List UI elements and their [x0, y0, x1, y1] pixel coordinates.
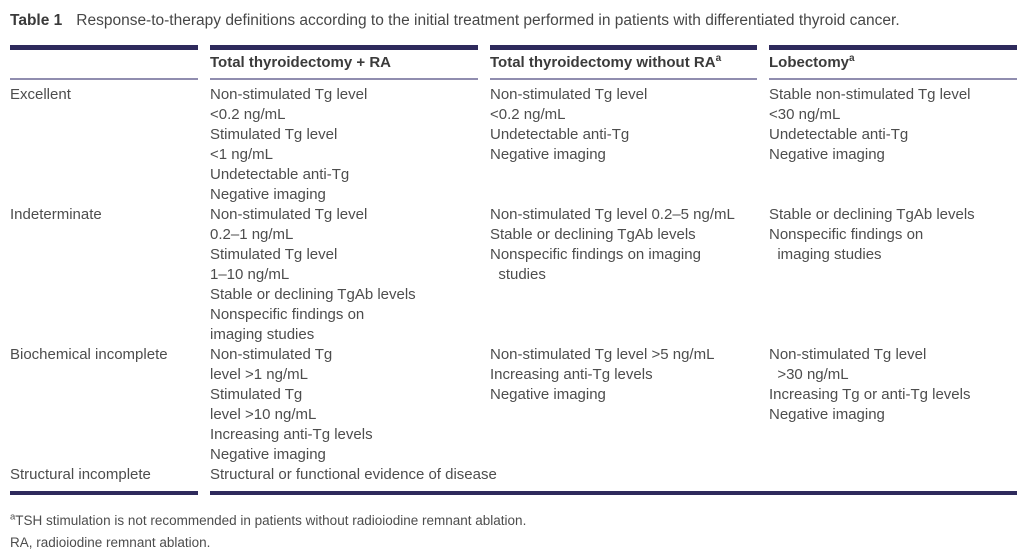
- definition-line: Negative imaging: [210, 446, 326, 463]
- definition-line: Non-stimulated Tg level: [490, 86, 648, 103]
- definition-line: <30 ng/mL: [769, 106, 841, 123]
- definition-line: Nonspecific findings on imaging: [490, 246, 701, 263]
- definition-line: Increasing anti-Tg levels: [210, 426, 373, 443]
- definition-line: Negative imaging: [769, 146, 885, 163]
- definition-line: 1–10 ng/mL: [210, 266, 290, 283]
- definition-line: Undetectable anti-Tg: [210, 166, 350, 183]
- definition-line: Stable non-stimulated Tg level: [769, 86, 971, 103]
- definition-line: <0.2 ng/mL: [210, 106, 286, 123]
- definition-line: Non-stimulated Tg level: [210, 206, 368, 223]
- definition-line: Non-stimulated Tg level 0.2–5 ng/mL: [490, 206, 735, 223]
- definition-cell: Non-stimulated Tg level 0.2–5 ng/mL Stabl…: [490, 205, 757, 345]
- table-caption-text: Response-to-therapy definitions accordin…: [76, 12, 900, 29]
- column-header-label: Total thyroidectomy without RA: [490, 54, 716, 71]
- table-caption: Table 1 Response-to-therapy definitions a…: [10, 7, 1018, 35]
- response-definitions-table: Total thyroidectomy + RA Total thyroidect…: [10, 45, 1017, 495]
- definition-line: <1 ng/mL: [210, 146, 273, 163]
- definition-cell: Non-stimulated Tg level >1 ng/mL Stimulate…: [210, 345, 478, 465]
- row-label-text: Structural incomplete: [10, 466, 151, 483]
- definition-line: level >1 ng/mL: [210, 366, 308, 383]
- footnotes: aTSH stimulation is not recommended in p…: [10, 510, 1016, 554]
- definition-line: Stimulated Tg level: [210, 126, 338, 143]
- definition-line: Negative imaging: [769, 406, 885, 423]
- table-caption-label: Table 1: [10, 12, 63, 29]
- definition-line: Stable or declining TgAb levels: [210, 286, 416, 303]
- definition-cell: Non-stimulated Tg level <0.2 ng/mL Stimula…: [210, 80, 478, 205]
- row-label-text: Biochemical incomplete: [10, 346, 168, 363]
- column-header: Lobectomya: [769, 45, 1017, 80]
- row-label-column-header: [10, 45, 198, 80]
- definition-line: 0.2–1 ng/mL: [210, 226, 294, 243]
- definition-line: Undetectable anti-Tg: [490, 126, 630, 143]
- definition-line: imaging studies: [210, 326, 315, 343]
- row-label: Excellent: [10, 80, 198, 205]
- definition-line: Undetectable anti-Tg: [769, 126, 909, 143]
- definition-cell: Non-stimulated Tg level >5 ng/mL Increasi…: [490, 345, 757, 465]
- definition-line: Negative imaging: [210, 186, 326, 203]
- definition-line: Negative imaging: [490, 146, 606, 163]
- definition-line: Increasing Tg or anti-Tg levels: [769, 386, 971, 403]
- row-label: Structural incomplete: [10, 465, 198, 495]
- definition-line: Structural or functional evidence of dis…: [210, 466, 497, 483]
- definition-line: level >10 ng/mL: [210, 406, 317, 423]
- definition-line: Increasing anti-Tg levels: [490, 366, 653, 383]
- row-label-text: Excellent: [10, 86, 71, 103]
- definition-line: studies: [490, 266, 546, 283]
- definition-line: Negative imaging: [490, 386, 606, 403]
- definition-line: imaging studies: [769, 246, 882, 263]
- definition-line: Nonspecific findings on: [769, 226, 924, 243]
- definition-line: <0.2 ng/mL: [490, 106, 566, 123]
- row-label: Indeterminate: [10, 205, 198, 345]
- definition-line: Stimulated Tg level: [210, 246, 338, 263]
- definition-line: Stable or declining TgAb levels: [490, 226, 696, 243]
- definition-line: Non-stimulated Tg level >5 ng/mL: [490, 346, 715, 363]
- definition-cell: Non-stimulated Tg level 0.2–1 ng/mL Stimul…: [210, 205, 478, 345]
- definition-line: Non-stimulated Tg level: [769, 346, 927, 363]
- footnote-a: aTSH stimulation is not recommended in p…: [10, 510, 1016, 532]
- column-header-label: Total thyroidectomy + RA: [210, 54, 391, 71]
- footnote-superscript: a: [10, 511, 16, 523]
- definition-line: >30 ng/mL: [769, 366, 849, 383]
- row-label-text: Indeterminate: [10, 206, 102, 223]
- definition-cell: Non-stimulated Tg level >30 ng/mL Increas…: [769, 345, 1017, 465]
- definition-line: Nonspecific findings on: [210, 306, 365, 323]
- footnote-text: RA, radioiodine remnant ablation.: [10, 535, 211, 550]
- column-header-superscript: a: [715, 53, 722, 64]
- column-header-label: Lobectomy: [769, 54, 850, 71]
- column-header: Total thyroidectomy without RAa: [490, 45, 757, 80]
- definition-cell-spanning: Structural or functional evidence of dis…: [210, 465, 1017, 495]
- definition-cell: Non-stimulated Tg level <0.2 ng/mL Undetec…: [490, 80, 757, 205]
- column-header: Total thyroidectomy + RA: [210, 45, 478, 80]
- footnote-text: TSH stimulation is not recommended in pa…: [15, 513, 527, 528]
- definition-cell: Stable non-stimulated Tg level <30 ng/mL U…: [769, 80, 1017, 205]
- definition-line: Non-stimulated Tg level: [210, 86, 368, 103]
- row-label: Biochemical incomplete: [10, 345, 198, 465]
- column-header-superscript: a: [849, 53, 855, 64]
- definition-line: Stable or declining TgAb levels: [769, 206, 975, 223]
- footnote-abbreviation: RA, radioiodine remnant ablation.: [10, 532, 1016, 554]
- definition-line: Non-stimulated Tg: [210, 346, 333, 363]
- definition-line: Stimulated Tg: [210, 386, 303, 403]
